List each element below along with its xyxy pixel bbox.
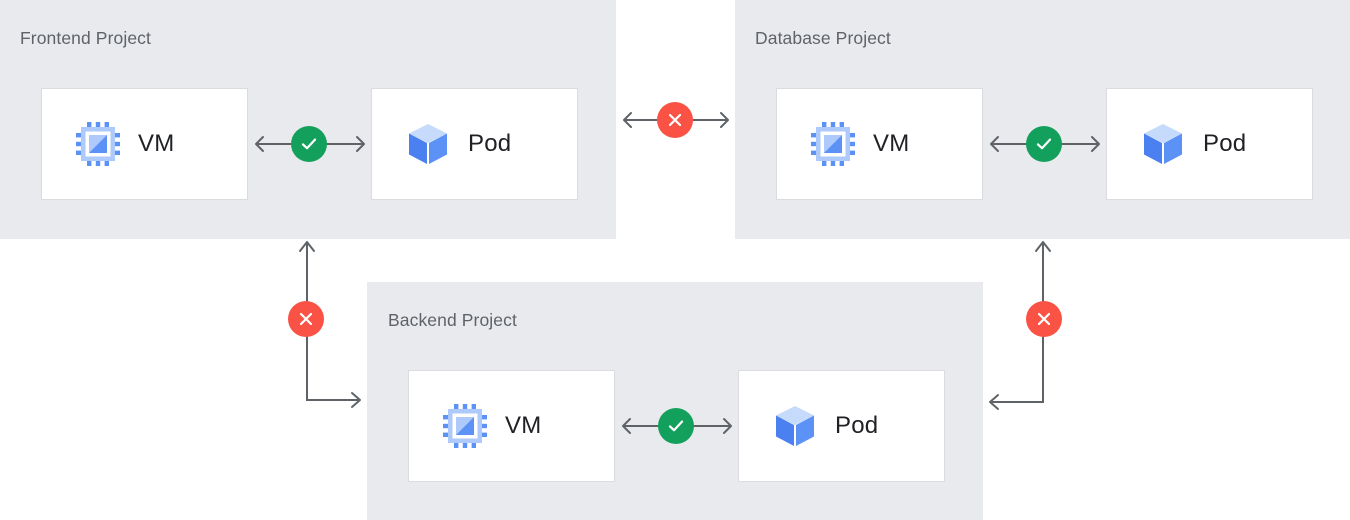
card-content: VM	[777, 120, 909, 168]
panel-backend-project[interactable]: Backend Project	[367, 282, 983, 520]
panel-title-frontend: Frontend Project	[20, 28, 151, 48]
check-circle-icon	[668, 420, 684, 432]
card-frontend-pod[interactable]: Pod	[371, 88, 578, 200]
status-badge-blocked-database-backend[interactable]	[1026, 301, 1062, 337]
x-circle-icon	[1037, 312, 1051, 326]
card-label-vm: VM	[505, 412, 542, 439]
card-database-vm[interactable]: VM	[776, 88, 983, 200]
card-content: VM	[42, 120, 174, 168]
card-content: Pod	[739, 402, 878, 450]
panel-title-backend: Backend Project	[388, 310, 517, 330]
check-circle-icon	[1036, 138, 1052, 150]
cpu-chip-icon	[74, 120, 122, 168]
card-label-pod: Pod	[1203, 130, 1247, 157]
card-content: VM	[409, 402, 541, 450]
card-frontend-vm[interactable]: VM	[41, 88, 248, 200]
status-badge-blocked-frontend-backend[interactable]	[288, 301, 324, 337]
card-content: Pod	[372, 120, 511, 168]
check-circle-icon	[301, 138, 317, 150]
cpu-chip-icon	[441, 402, 489, 450]
card-label-vm: VM	[873, 130, 910, 157]
card-backend-pod[interactable]: Pod	[738, 370, 945, 482]
cube-box-icon	[404, 120, 452, 168]
card-content: Pod	[1107, 120, 1246, 168]
status-badge-allowed-frontend[interactable]	[291, 126, 327, 162]
x-circle-icon	[299, 312, 313, 326]
card-label-vm: VM	[138, 130, 175, 157]
cube-box-icon	[771, 402, 819, 450]
status-badge-allowed-database[interactable]	[1026, 126, 1062, 162]
status-badge-blocked-frontend-database[interactable]	[657, 102, 693, 138]
cube-box-icon	[1139, 120, 1187, 168]
card-label-pod: Pod	[468, 130, 512, 157]
panel-frontend-project[interactable]: Frontend Project	[0, 0, 616, 239]
panel-database-project[interactable]: Database Project	[735, 0, 1350, 239]
status-badge-allowed-backend[interactable]	[658, 408, 694, 444]
card-backend-vm[interactable]: VM	[408, 370, 615, 482]
cpu-chip-icon	[809, 120, 857, 168]
card-database-pod[interactable]: Pod	[1106, 88, 1313, 200]
panel-title-database: Database Project	[755, 28, 891, 48]
card-label-pod: Pod	[835, 412, 879, 439]
x-circle-icon	[668, 113, 682, 127]
